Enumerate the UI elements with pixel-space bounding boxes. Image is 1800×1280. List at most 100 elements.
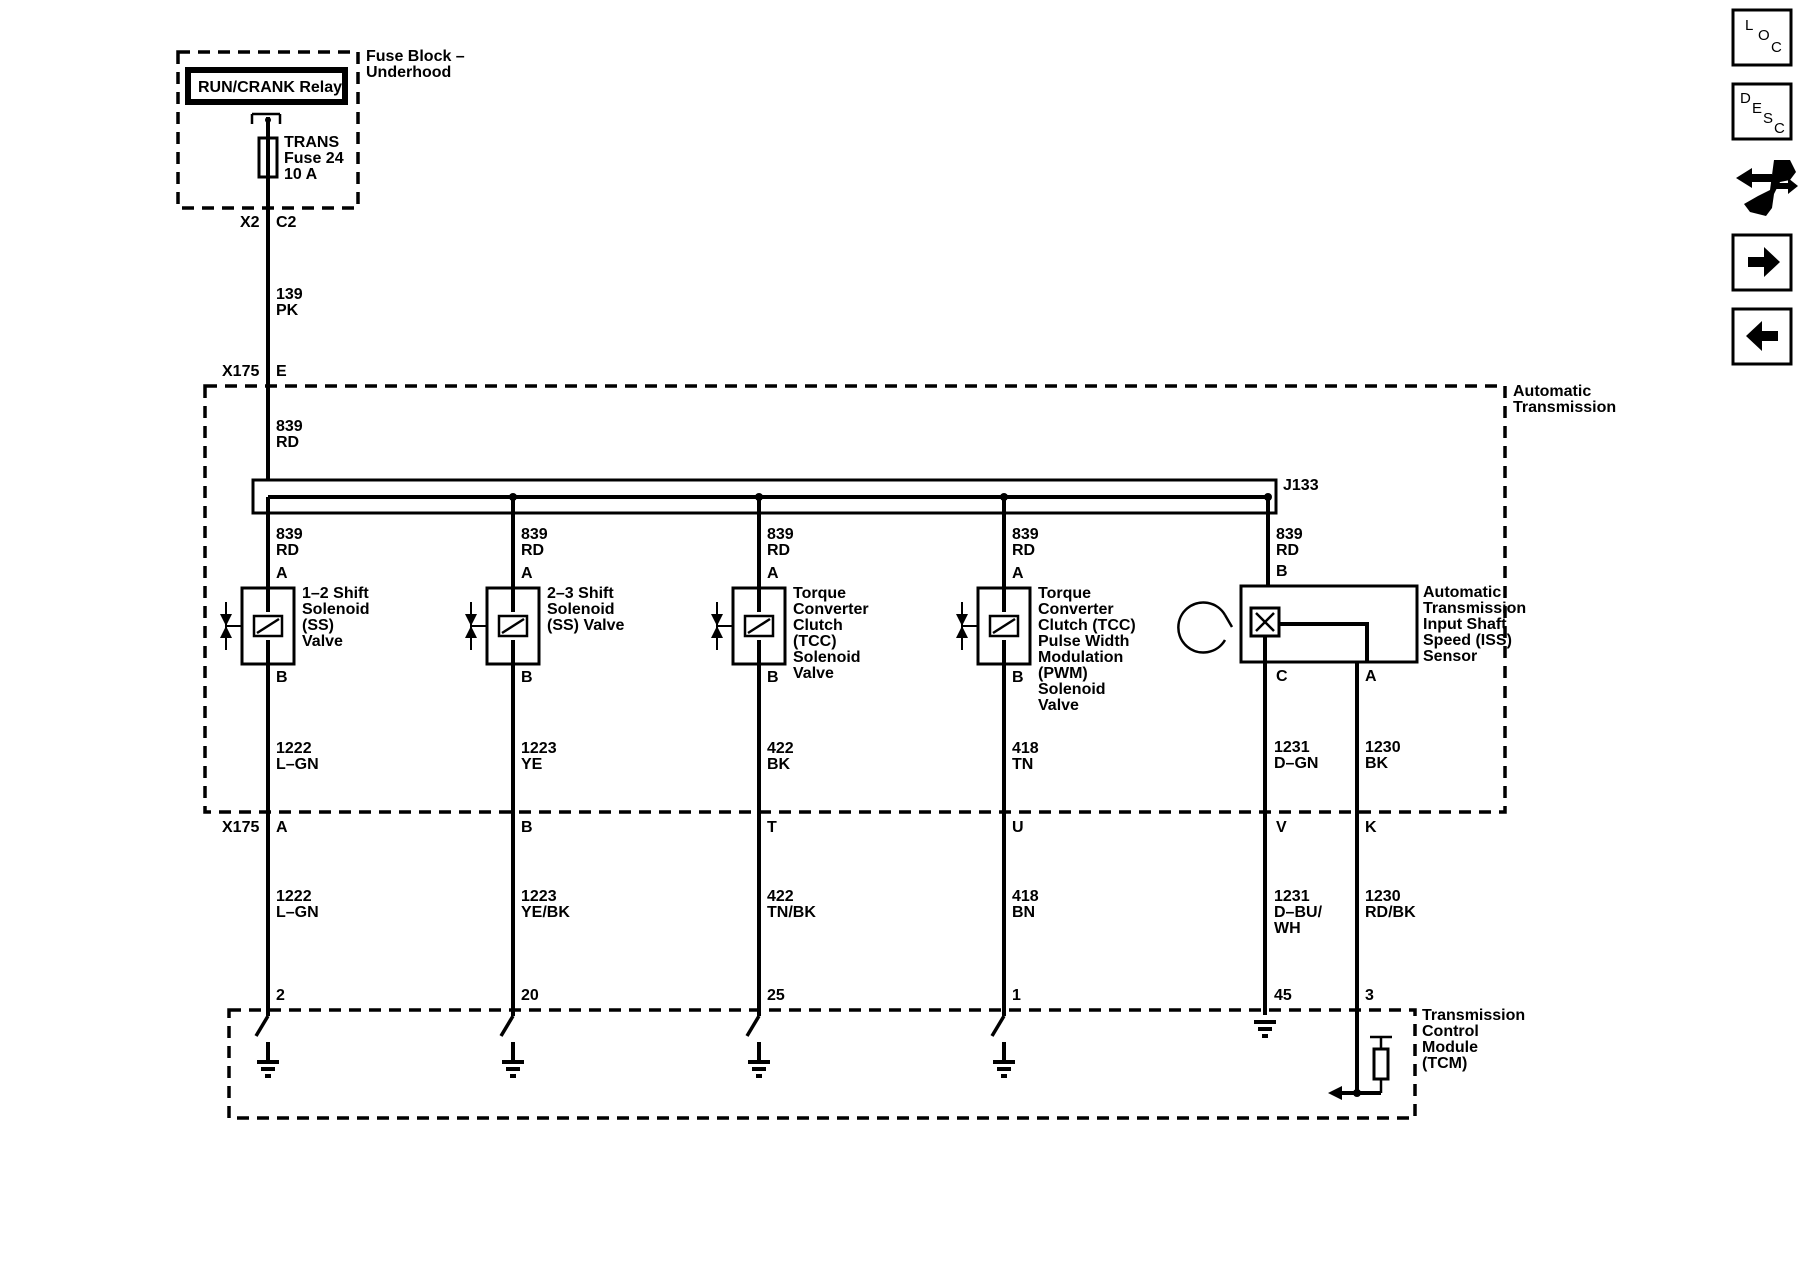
next-page-button[interactable] <box>1731 233 1793 292</box>
iss-label-5: Sensor <box>1423 648 1477 665</box>
loc-letter-c: C <box>1771 39 1782 56</box>
iss-sensor: 839 RD B Automatic Transmission Input Sh… <box>1177 493 1526 1093</box>
previous-page-button[interactable] <box>1731 307 1793 366</box>
relay-tap-dot <box>265 117 271 123</box>
solenoid-3-driver-switch <box>745 1015 761 1037</box>
solenoid-1-valve-icon-top <box>220 614 232 626</box>
solenoid-3-coil-slash <box>747 617 771 635</box>
solenoid-3-harness-wire-number: 422 <box>767 888 794 905</box>
solenoid-2-label-3: (SS) Valve <box>547 617 624 634</box>
solenoid-4-valve-icon-top <box>956 614 968 626</box>
iss-label-4: Speed (ISS) <box>1423 632 1512 649</box>
arrow-right-icon <box>1748 247 1780 277</box>
solenoid-2-coil-slash <box>501 617 525 635</box>
power-feed: 139 PK X175 E 839 RD <box>222 177 303 497</box>
solenoid-4-feed-wire-number: 839 <box>1012 526 1039 543</box>
fuse-label-1: TRANS <box>284 134 339 151</box>
transmission-title-1: Automatic <box>1513 383 1591 400</box>
solenoid-1-driver-switch <box>254 1015 270 1037</box>
solenoid-3-label-2: Converter <box>793 601 869 618</box>
iss-low-harness-number: 1230 <box>1365 888 1401 905</box>
iss-label-1: Automatic <box>1423 584 1501 601</box>
connector-x175-bottom: X175 <box>222 819 259 836</box>
solenoid-4-label-6: (PWM) <box>1038 665 1088 682</box>
iss-splice-dot <box>1264 493 1272 501</box>
tcm-title-4: (TCM) <box>1422 1055 1467 1072</box>
solenoid-2-pin-b: B <box>521 669 533 686</box>
solenoid-1-coil-slash <box>256 617 280 635</box>
iss-low-wire-color: BK <box>1365 755 1389 772</box>
solenoid-4-label-5: Modulation <box>1038 649 1123 666</box>
solenoid-3-feed-wire-color: RD <box>767 542 790 559</box>
location-button[interactable]: L O C <box>1731 8 1793 67</box>
solenoid-2-label-2: Solenoid <box>547 601 615 618</box>
solenoid-4-pin-b: B <box>1012 669 1024 686</box>
solenoid-4-label-8: Valve <box>1038 697 1079 714</box>
iss-sig-wire-number: 1231 <box>1274 739 1310 756</box>
iss-x175-pin-v: V <box>1276 819 1287 836</box>
solenoid-4-x175-pin: U <box>1012 819 1024 836</box>
solenoid-3-label-5: Solenoid <box>793 649 861 666</box>
iss-cross-2 <box>1255 612 1275 632</box>
solenoid-4-feed-wire-color: RD <box>1012 542 1035 559</box>
iss-feed-wire-number: 839 <box>1276 526 1303 543</box>
solenoid-1-pin-b: B <box>276 669 288 686</box>
fuse-label-2: Fuse 24 <box>284 150 344 167</box>
solenoid-4-driver-switch <box>990 1015 1006 1037</box>
splice-j133-label: J133 <box>1283 477 1319 494</box>
solenoid-3-valve-icon-bottom <box>711 626 723 638</box>
tcm-pin-3: 3 <box>1365 987 1374 1004</box>
solenoid-3-label-3: Clutch <box>793 617 843 634</box>
solenoid-1-valve-icon-bottom <box>220 626 232 638</box>
description-button[interactable]: D E S C <box>1731 82 1793 141</box>
solenoid-3-tcm-pin: 25 <box>767 987 785 1004</box>
iss-pin-c: C <box>1276 668 1288 685</box>
iss-pin-a: A <box>1365 668 1377 685</box>
wire-139-color: PK <box>276 302 299 319</box>
solenoid-3-out-wire-color: BK <box>767 756 791 773</box>
iss-label-2: Transmission <box>1423 600 1526 617</box>
solenoid-2-label-1: 2–3 Shift <box>547 585 614 602</box>
tcm-title-1: Transmission <box>1422 1007 1525 1024</box>
solenoid-4-valve-icon-bottom <box>956 626 968 638</box>
solenoid-2-feed-wire-number: 839 <box>521 526 548 543</box>
tcm-resistor <box>1372 1047 1390 1081</box>
reluctor-wheel-icon <box>1177 601 1227 654</box>
transmission-outline <box>203 384 1507 814</box>
iss-feed-wire-color: RD <box>1276 542 1299 559</box>
iss-internal-low <box>1279 622 1369 662</box>
solenoid-3-pin-a: A <box>767 565 779 582</box>
diagnostic-button[interactable] <box>1736 160 1798 216</box>
solenoid-3-feed-wire-number: 839 <box>767 526 794 543</box>
splice-bus <box>268 495 1270 600</box>
automatic-transmission: Automatic Transmission X175 J133 <box>203 383 1616 836</box>
run-crank-relay-box <box>185 67 348 105</box>
solenoid-3-valve-icon-top <box>711 614 723 626</box>
connector-x175-top: X175 <box>222 363 259 380</box>
solenoid-3-label-1: Torque <box>793 585 846 602</box>
pin-e-label: E <box>276 363 287 380</box>
fuse-block-title-2: Underhood <box>366 64 451 81</box>
solenoid-4-coil-slash <box>992 617 1016 635</box>
diagnostic-arrows-wrench-icon <box>1736 160 1796 216</box>
desc-letter-d: D <box>1740 90 1751 107</box>
solenoid-3-label-6: Valve <box>793 665 834 682</box>
solenoid-1-pin-a: A <box>276 565 288 582</box>
tcm-title-3: Module <box>1422 1039 1478 1056</box>
solenoid-1-out-wire-color: L–GN <box>276 756 319 773</box>
tcm-outline <box>227 1008 1417 1120</box>
diagnostic-arrow-head-icon <box>1788 178 1798 194</box>
wire-839-number: 839 <box>276 418 303 435</box>
solenoid-1-harness-wire-number: 1222 <box>276 888 312 905</box>
iss-pin-b: B <box>1276 563 1288 580</box>
solenoid-1-label-1: 1–2 Shift <box>302 585 369 602</box>
solenoid-3-label-4: (TCC) <box>793 633 837 650</box>
solenoid-2-feed-wire-color: RD <box>521 542 544 559</box>
solenoid-1-harness-wire-color: L–GN <box>276 904 319 921</box>
solenoid-4-label-2: Converter <box>1038 601 1114 618</box>
solenoid-4-harness-wire-color: BN <box>1012 904 1035 921</box>
tcm-junction-dot <box>1353 1089 1361 1097</box>
wire-839-color: RD <box>276 434 299 451</box>
